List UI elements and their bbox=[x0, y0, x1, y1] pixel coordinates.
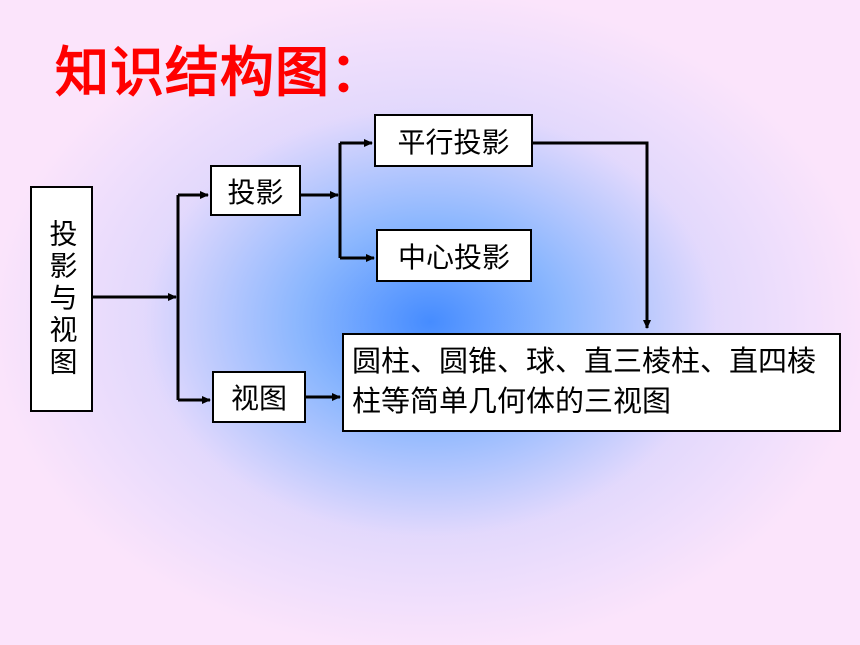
node-root: 投影与视图 bbox=[30, 186, 93, 412]
node-central-projection: 中心投影 bbox=[376, 229, 532, 282]
node-three-views: 圆柱、圆锥、球、直三棱柱、直四棱柱等简单几何体的三视图 bbox=[342, 333, 841, 432]
node-parallel-projection: 平行投影 bbox=[374, 114, 533, 167]
page-title: 知识结构图： bbox=[55, 41, 385, 104]
node-projection: 投影 bbox=[210, 165, 301, 216]
edge-parallel-result bbox=[533, 141, 651, 329]
node-views: 视图 bbox=[212, 371, 306, 423]
